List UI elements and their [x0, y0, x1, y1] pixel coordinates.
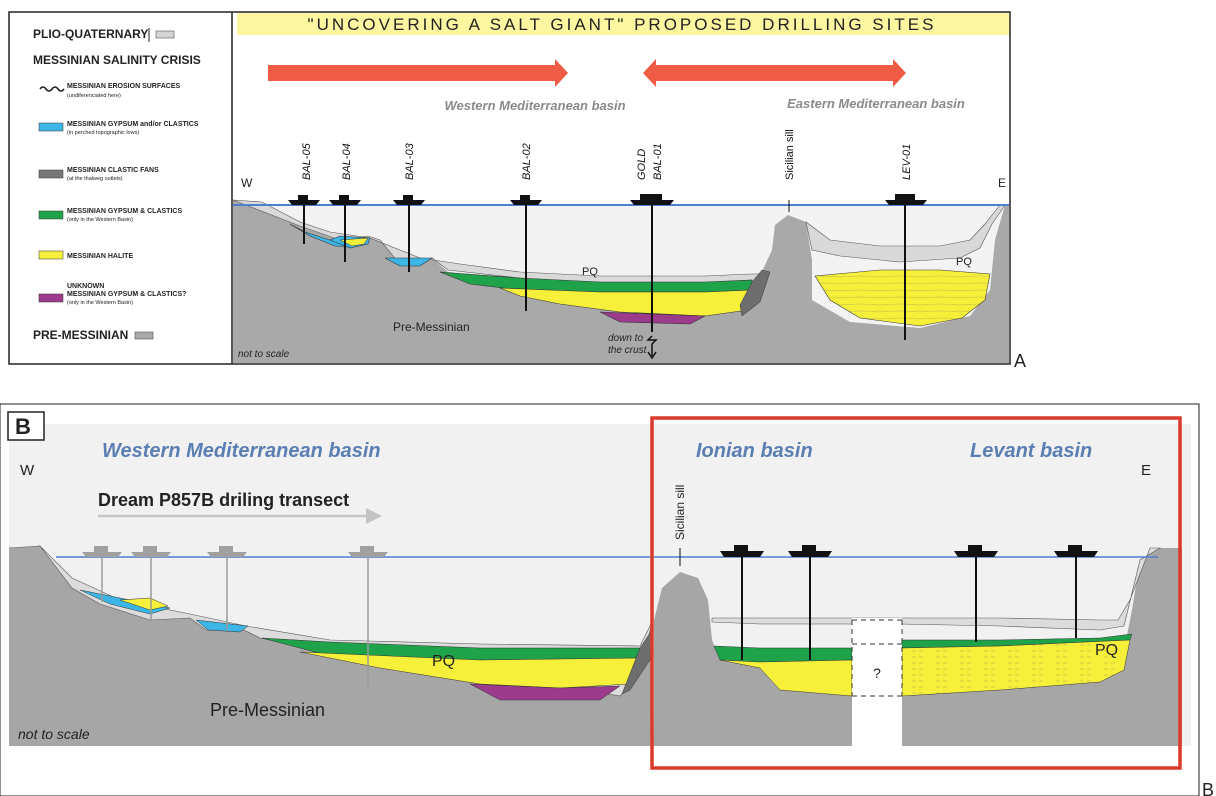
pq-label-b: PQ [432, 653, 455, 670]
levant-halite-b [901, 639, 1131, 697]
grey-swatch-icon [38, 169, 64, 179]
site-label-bal-01: BAL-01 [652, 143, 664, 180]
panel-letter-b-box: B [15, 414, 31, 439]
site-label-lev-01: LEV-01 [901, 144, 913, 180]
ship-icons-b [720, 545, 1098, 557]
svg-text:(only in the Western Basin): (only in the Western Basin) [67, 300, 133, 306]
basin-label-ionian: Ionian basin [696, 440, 813, 462]
basin-label-west: Western Mediterranean basin [444, 98, 625, 113]
pre-messinian-b-east [654, 548, 1182, 746]
w-label-a: W [241, 176, 253, 190]
basin-label-levant: Levant basin [970, 440, 1092, 462]
yellow-swatch-icon [38, 250, 64, 260]
svg-text:MESSINIAN GYPSUM & CLASTICS?: MESSINIAN GYPSUM & CLASTICS? [67, 291, 186, 298]
highlight-box [650, 416, 1182, 770]
legend-item-erosion: MESSINIAN EROSION SURFACES [67, 83, 181, 90]
plio-quaternary-swatch [155, 30, 175, 39]
pre-messinian-label-b: Pre-Messinian [210, 700, 325, 720]
panel-a-title: "UNCOVERING A SALT GIANT" PROPOSED DRILL… [308, 15, 937, 34]
basin-label-west-b: Western Mediterranean basin [102, 440, 381, 462]
unknown-question-mark: ? [873, 665, 881, 681]
ship-icons-a [288, 194, 927, 205]
transect-arrow-right [643, 59, 906, 87]
pq-label-b-east: PQ [1095, 642, 1118, 659]
legend: PLIO-QUATERNARY MESSINIAN SALINITY CRISI… [33, 27, 201, 342]
svg-text:(only in the Western Basin): (only in the Western Basin) [67, 217, 133, 223]
legend-msc-title: MESSINIAN SALINITY CRISIS [33, 53, 201, 67]
panel-a: PLIO-QUATERNARY MESSINIAN SALINITY CRISI… [8, 11, 1026, 371]
legend-plio-quaternary: PLIO-QUATERNARY [33, 27, 148, 41]
site-label-bal-05: BAL-05 [301, 142, 313, 180]
wavy-line-icon [39, 86, 65, 92]
site-label-gold: GOLD [636, 149, 648, 180]
title-band [237, 13, 1009, 35]
e-label-a: E [998, 176, 1006, 190]
site-label-bal-03: BAL-03 [404, 142, 416, 180]
pq-label-a: PQ [582, 266, 598, 278]
not-to-scale-b: not to scale [18, 726, 90, 742]
not-to-scale-a: not to scale [238, 349, 290, 360]
purple-swatch-icon [38, 293, 64, 303]
pre-messinian-a [233, 200, 1009, 363]
down-to-label: down to [608, 333, 643, 344]
legend-pre-messinian: PRE-MESSINIAN [33, 328, 128, 342]
panel-letter-b: B [1202, 780, 1214, 796]
svg-text:(at the thalweg outlets): (at the thalweg outlets) [67, 176, 123, 182]
legend-item-gypsum-perched: MESSINIAN GYPSUM and/or CLASTICS [67, 121, 199, 128]
transect-label-right: WEST/EST TRANSECT [704, 49, 844, 64]
the-crust-label: the crust [608, 345, 648, 356]
pre-messinian-swatch [134, 331, 154, 340]
site-label-bal-02: BAL-02 [521, 143, 533, 180]
transect-arrow-b [366, 508, 382, 524]
transect-label-b: Dream P857B driling transect [98, 490, 349, 510]
pre-messinian-label-a: Pre-Messinian [393, 320, 470, 334]
legend-item-halite: MESSINIAN HALITE [67, 253, 133, 260]
w-label-b: W [20, 462, 35, 479]
green-swatch-icon [38, 210, 64, 220]
legend-item-gypsum-clastics: MESSINIAN GYPSUM & CLASTICS [67, 208, 182, 215]
transect-label-left: SHALLOW-TO-DEEP TRANSECT [312, 49, 510, 64]
sicilian-sill-label-b: Sicilian sill [673, 485, 687, 540]
eastern-halite-a [814, 269, 991, 327]
transect-arrow-left [268, 59, 568, 87]
svg-text:(undiferenciated here): (undiferenciated here) [67, 93, 121, 99]
grey-ship-icons [82, 546, 388, 557]
legend-item-unknown: UNKNOWN [67, 283, 104, 290]
site-label-sicilian-sill: Sicilian sill [784, 129, 796, 180]
site-label-bal-04: BAL-04 [341, 143, 353, 180]
svg-text:(in perched topographic lows): (in perched topographic lows) [67, 130, 139, 136]
legend-item-clastic-fans: MESSINIAN CLASTIC FANS [67, 167, 159, 174]
panel-letter-a: A [1014, 351, 1026, 371]
down-arrow-icon [646, 335, 658, 356]
basin-label-east: Eastern Mediterranean basin [787, 96, 965, 111]
cross-section-a: BAL-05 BAL-04 BAL-03 BAL-02 GOLD BAL-01 … [232, 129, 1009, 363]
pq-label-a-east: PQ [956, 256, 972, 268]
e-label-b: E [1141, 462, 1151, 479]
panel-b: ? Drea [0, 403, 1214, 796]
unknown-gap [852, 618, 902, 746]
blue-swatch-icon [38, 122, 64, 132]
